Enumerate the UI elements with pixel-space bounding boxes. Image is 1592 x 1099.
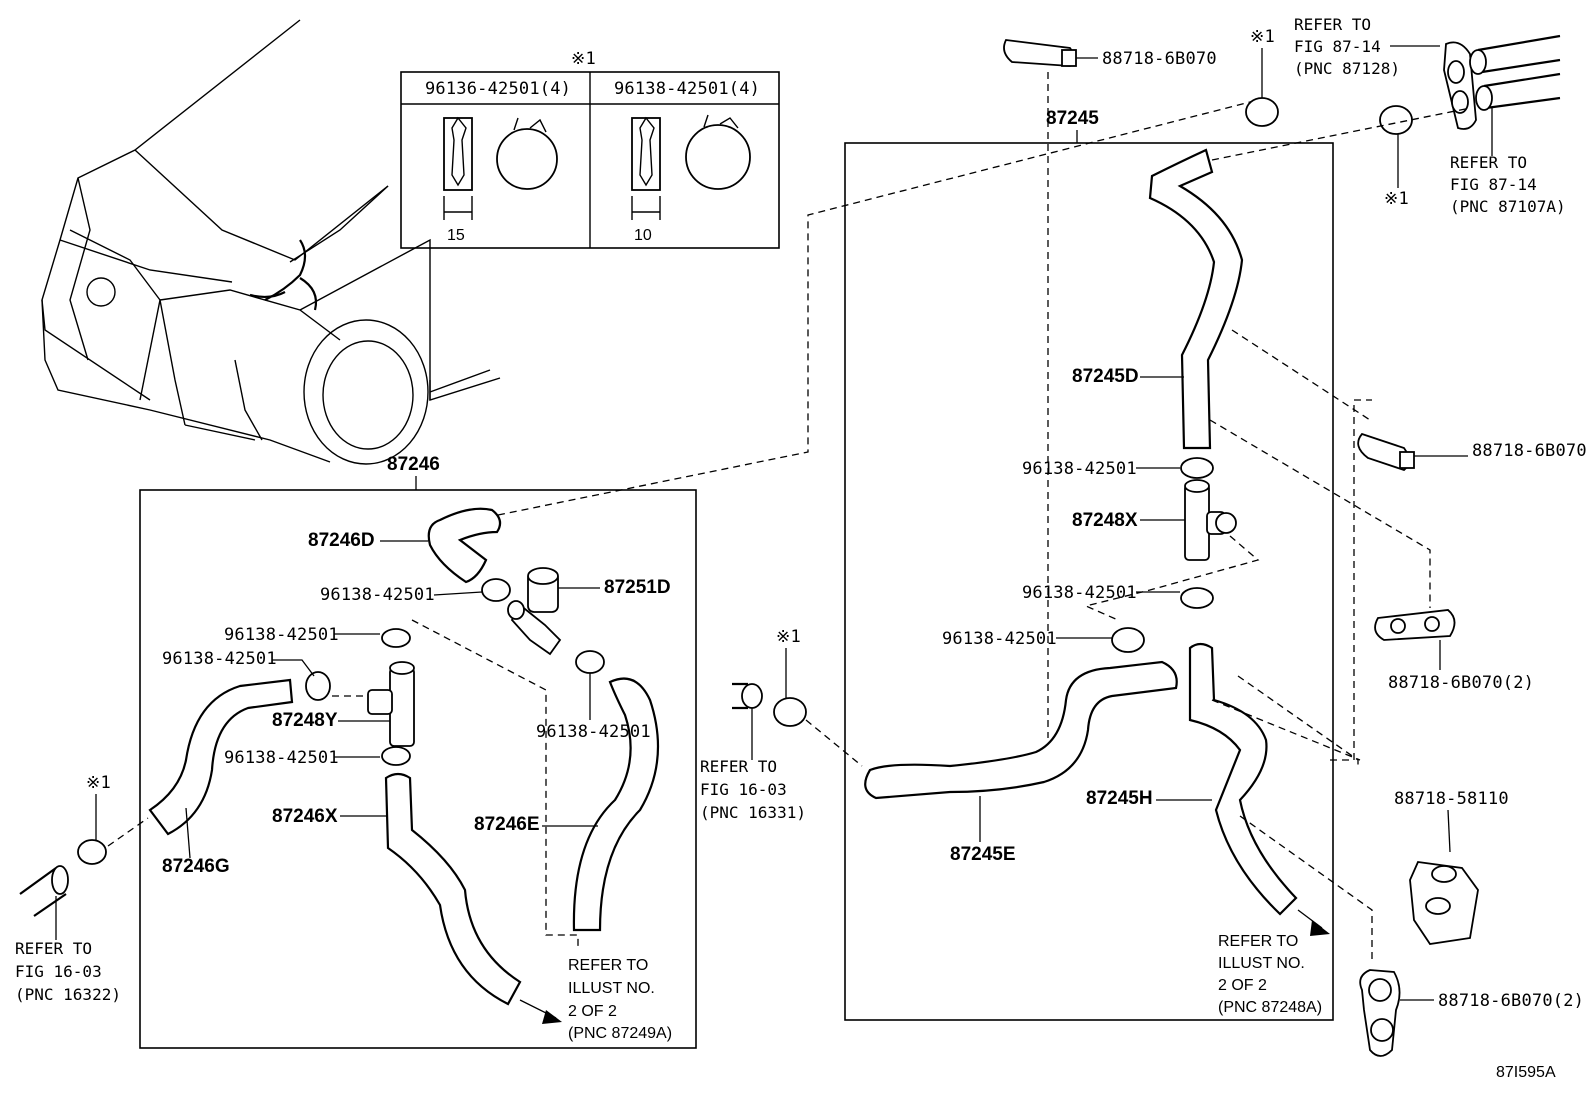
marker-top-a: ※1	[1250, 27, 1275, 47]
label-87246e: 87246E	[474, 814, 540, 835]
hose-87246d	[427, 507, 502, 584]
ref-87249a-line-3: 2 OF 2	[568, 1003, 617, 1020]
clamp-ring-icon	[496, 128, 558, 190]
ref-87249a-line-4: (PNC 87249A)	[568, 1025, 672, 1042]
label-clip-mid: 88718-6B070(2)	[1388, 673, 1534, 693]
ref-87107a-line-2: FIG 87-14	[1450, 175, 1537, 194]
label-clip-bracket: 88718-58110	[1394, 789, 1509, 809]
clamp-96138-42501-b	[575, 650, 605, 674]
ref-16322-line-2: FIG 16-03	[15, 962, 102, 981]
clip-88718-6b070-bottom	[1359, 969, 1401, 1057]
table-dim-2: 10	[634, 227, 652, 244]
hose-87245e	[864, 660, 1178, 800]
clip-88718-6b070-mid	[1374, 609, 1456, 641]
table-marker: ※1	[571, 49, 596, 69]
clamp-96138-42501-e	[381, 746, 411, 766]
group-box-87245	[844, 142, 1334, 1021]
label-clamp-right-3: 96138-42501	[942, 629, 1057, 649]
clamp-96138-42501-h	[1111, 627, 1145, 653]
ref-87249a-line-1: REFER TO	[568, 957, 648, 974]
marker-mid: ※1	[776, 627, 801, 647]
clamp-side-view-icon	[443, 116, 473, 191]
label-87245h: 87245H	[1086, 788, 1153, 809]
valve-87251d	[507, 567, 562, 656]
label-clamp-right-1: 96138-42501	[1022, 459, 1137, 479]
group-box-87246	[139, 489, 697, 1049]
ref-87128-line-3: (PNC 87128)	[1294, 59, 1400, 78]
label-87251d: 87251D	[604, 577, 671, 598]
clip-88718-6b070-top	[1003, 39, 1077, 67]
ref-87128-line-2: FIG 87-14	[1294, 37, 1381, 56]
clamp-96138-42501-a	[481, 578, 511, 602]
ref-16322-line-3: (PNC 16322)	[15, 985, 121, 1004]
ref-16322-line-1: REFER TO	[15, 939, 92, 958]
clamp-96138-42501-g	[1180, 587, 1214, 609]
marker-top-b: ※1	[1384, 189, 1409, 209]
label-87246: 87246	[387, 454, 440, 475]
marker-left: ※1	[86, 773, 111, 793]
label-clamp-left-5: 96138-42501	[224, 748, 339, 768]
clamp-ring-icon	[685, 124, 751, 190]
table-col-part-1: 96136-42501(4)	[425, 79, 571, 99]
label-87248y: 87248Y	[272, 710, 338, 731]
bracket-88718-58110	[1409, 861, 1479, 945]
clip-88718-6b070-side	[1357, 432, 1415, 472]
label-87246g: 87246G	[162, 856, 230, 877]
label-87245d: 87245D	[1072, 366, 1139, 387]
hose-87245d	[1148, 148, 1244, 450]
table-col-part-2: 96138-42501(4)	[614, 79, 760, 99]
table-dim-1: 15	[447, 227, 465, 244]
label-clip-bottom: 88718-6B070(2)	[1438, 991, 1584, 1011]
label-87246d: 87246D	[308, 530, 375, 551]
label-clamp-left-1: 96138-42501	[320, 585, 435, 605]
ref-87248a-line-1: REFER TO	[1218, 933, 1298, 950]
label-clamp-left-3: 96138-42501	[224, 625, 339, 645]
label-clip-top: 88718-6B070	[1102, 49, 1217, 69]
clamp-table: ※1 96136-42501(4) 96138-42501(4) 15 10	[400, 49, 780, 249]
hose-87245h	[1188, 642, 1298, 916]
label-clamp-left-4: 96138-42501	[162, 649, 277, 669]
vehicle-illustration	[41, 19, 501, 465]
pipe-top-2	[1483, 72, 1561, 110]
label-clamp-right-2: 96138-42501	[1022, 583, 1137, 603]
clamp-marker-top-a	[1245, 97, 1279, 127]
hose-87246g	[148, 678, 294, 836]
figure-code: 87I595A	[1496, 1064, 1556, 1081]
clamp-96138-42501-c	[381, 628, 411, 648]
joint-87248y	[367, 661, 415, 747]
clamp-marker-top-b	[1379, 105, 1413, 135]
ref-87248a-line-3: 2 OF 2	[1218, 977, 1267, 994]
ref-16331-line-1: REFER TO	[700, 757, 777, 776]
pipe-top-1	[1477, 34, 1561, 74]
label-87248x: 87248X	[1072, 510, 1138, 531]
ref-87248a-line-4: (PNC 87248A)	[1218, 999, 1322, 1016]
hose-87246e	[572, 677, 660, 932]
clamp-marker-mid	[773, 697, 807, 727]
label-87245: 87245	[1046, 108, 1099, 129]
label-87245e: 87245E	[950, 844, 1016, 865]
pipe-left	[19, 867, 67, 917]
clamp-96138-42501-d	[305, 671, 331, 701]
pipe-mid-end	[741, 683, 763, 709]
label-87246x: 87246X	[272, 806, 338, 827]
joint-87248x	[1184, 479, 1237, 561]
ref-87107a-line-3: (PNC 87107A)	[1450, 197, 1566, 216]
ref-87107a-line-1: REFER TO	[1450, 153, 1527, 172]
label-clamp-left-2: 96138-42501	[536, 722, 651, 742]
grommet-plate	[1443, 41, 1477, 130]
ref-16331-line-3: (PNC 16331)	[700, 803, 806, 822]
ref-87249a-line-2: ILLUST NO.	[568, 980, 655, 997]
ref-16331-line-2: FIG 16-03	[700, 780, 787, 799]
ref-87128-line-1: REFER TO	[1294, 15, 1371, 34]
clamp-96138-42501-f	[1180, 457, 1214, 479]
ref-87248a-line-2: ILLUST NO.	[1218, 955, 1305, 972]
clamp-marker-left	[77, 839, 107, 865]
hose-87246x	[384, 772, 522, 1006]
clamp-side-view-icon	[631, 116, 661, 191]
label-clip-side: 88718-6B070	[1472, 441, 1587, 461]
